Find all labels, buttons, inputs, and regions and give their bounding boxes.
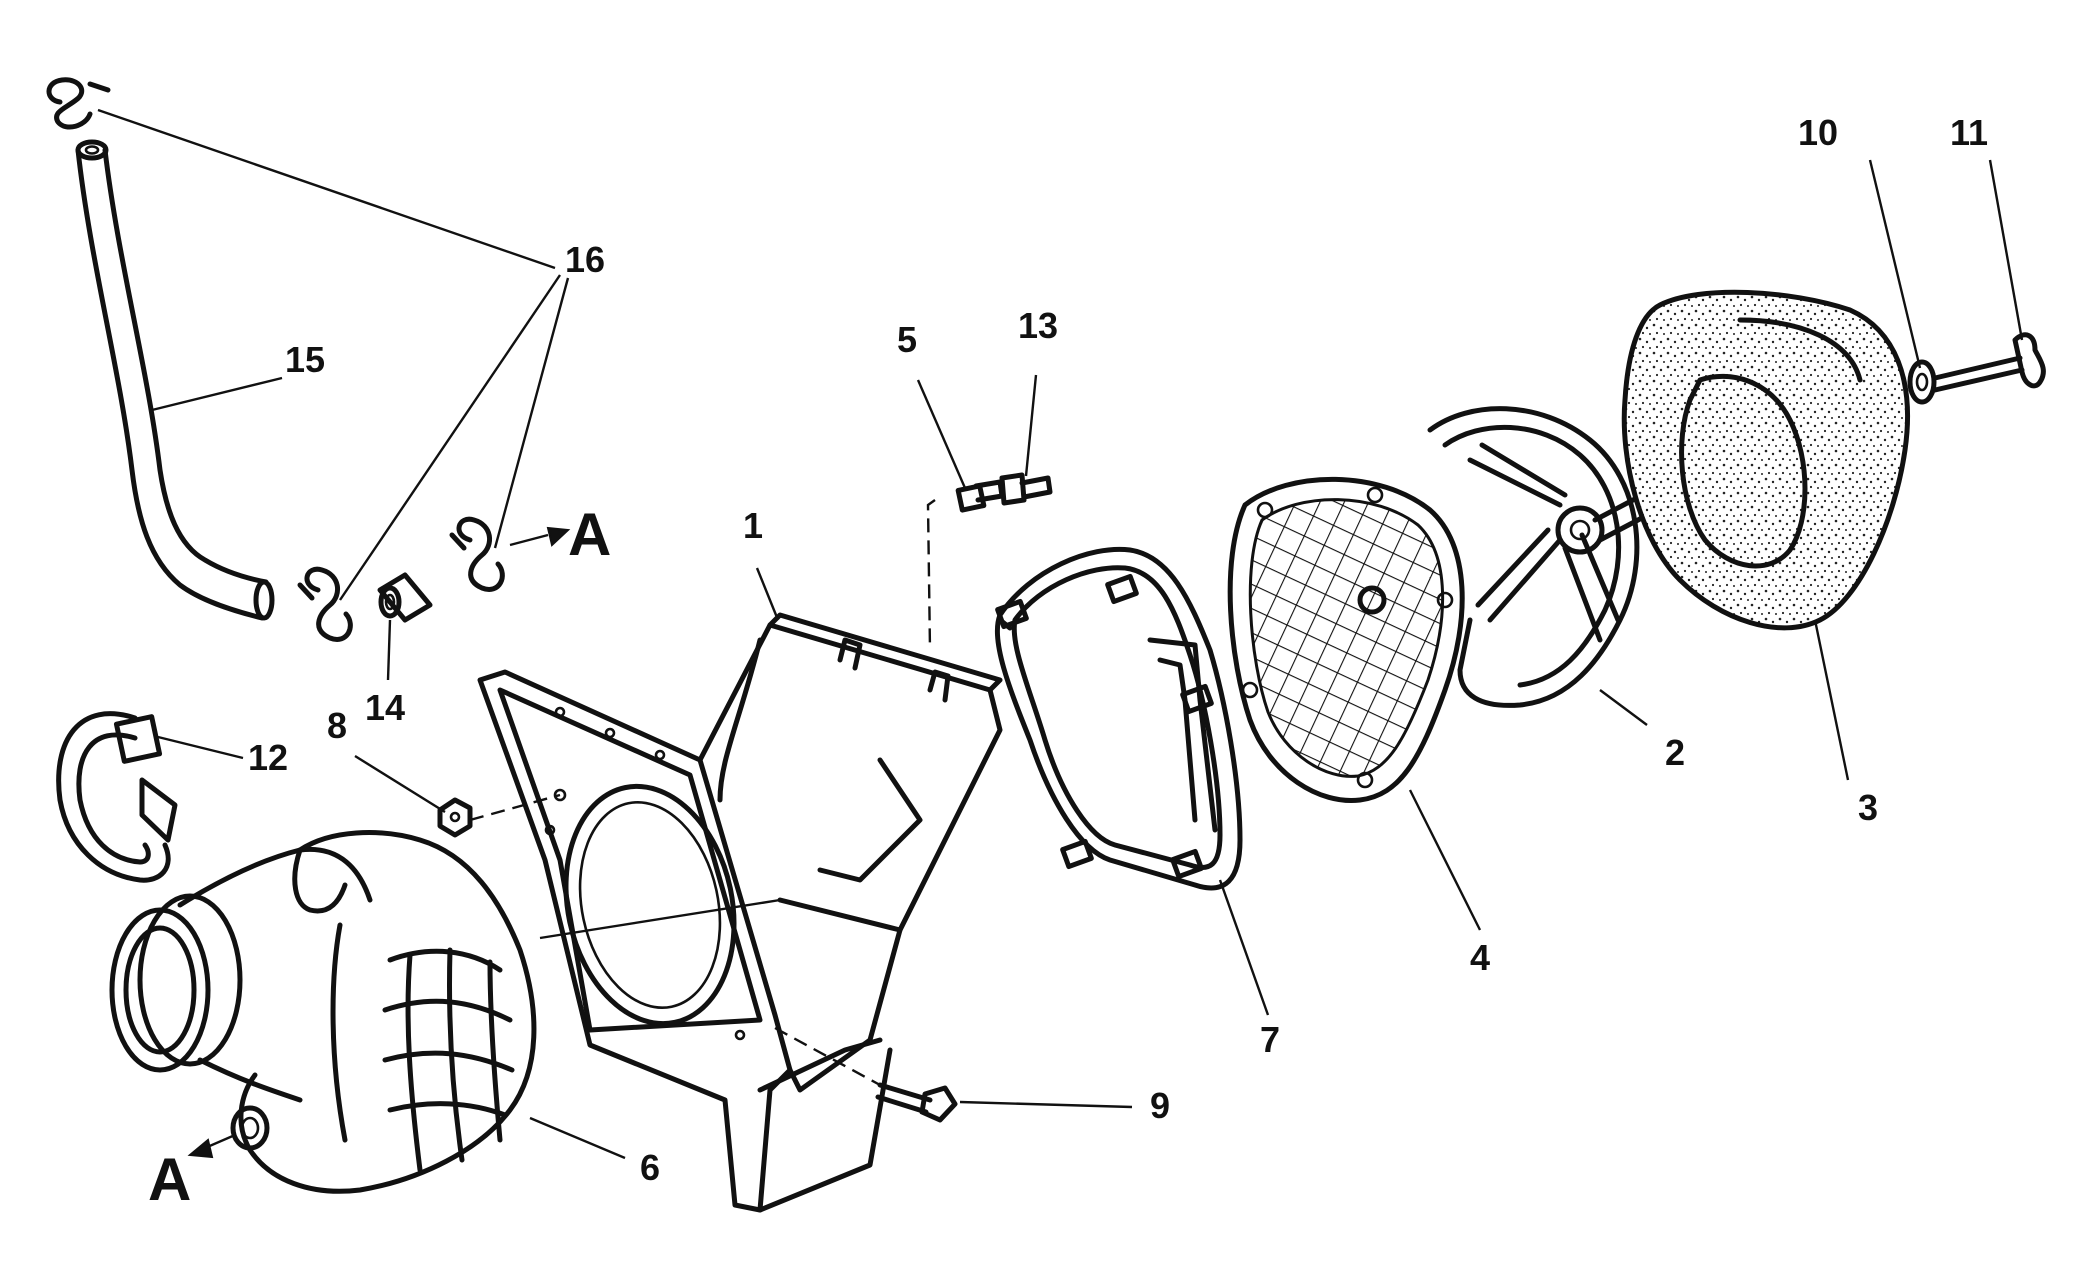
part-15-hose [75, 139, 275, 621]
callout-5: 5 [897, 319, 917, 360]
stud [1105, 573, 1139, 605]
callout-7: 7 [1260, 1019, 1280, 1060]
part-16-clip-right [449, 516, 505, 592]
callout-9: 9 [1150, 1085, 1170, 1126]
part-4-mesh-screen [1227, 476, 1465, 804]
stud [1060, 838, 1094, 870]
callout-15: 15 [285, 339, 325, 380]
part-8-nut [437, 797, 473, 838]
part-14-connector [377, 572, 433, 623]
part-16-clip-middle [297, 566, 353, 642]
part-10-washer [1907, 359, 1937, 405]
arrow-A-upper [509, 526, 571, 547]
connection-A-upper: A [568, 501, 611, 568]
callout-8: 8 [327, 705, 347, 746]
part-3-foam-filter [1621, 289, 1910, 631]
connection-A-lower: A [148, 1146, 191, 1213]
assembly-lines [469, 499, 936, 1087]
part-6-intake-duct [109, 830, 537, 1194]
callout-11: 11 [1950, 112, 1988, 153]
callout-1: 1 [743, 505, 763, 546]
part-11-wing-bolt [1932, 332, 2046, 393]
part-9-bolt [875, 1082, 958, 1123]
callout-2: 2 [1665, 732, 1685, 773]
part-1-airbox [477, 612, 1003, 1213]
part-16-clip-top [46, 77, 111, 130]
part-2-filter-cage [1427, 406, 1698, 708]
callout-16: 16 [565, 239, 605, 280]
arrow-A-lower [187, 1133, 236, 1159]
stud [1170, 848, 1204, 880]
callout-10: 10 [1798, 112, 1838, 153]
callout-6: 6 [640, 1147, 660, 1188]
callout-4: 4 [1470, 937, 1490, 978]
callout-12: 12 [248, 737, 288, 778]
part-13-screw [999, 472, 1053, 506]
callout-13: 13 [1018, 305, 1058, 346]
part-12-clamp [56, 711, 178, 883]
stud [1180, 683, 1214, 715]
stud [995, 598, 1029, 630]
callout-14: 14 [365, 687, 405, 728]
part-7-frame [994, 546, 1243, 891]
callout-3: 3 [1858, 787, 1878, 828]
leader-lines [97, 108, 2024, 1160]
